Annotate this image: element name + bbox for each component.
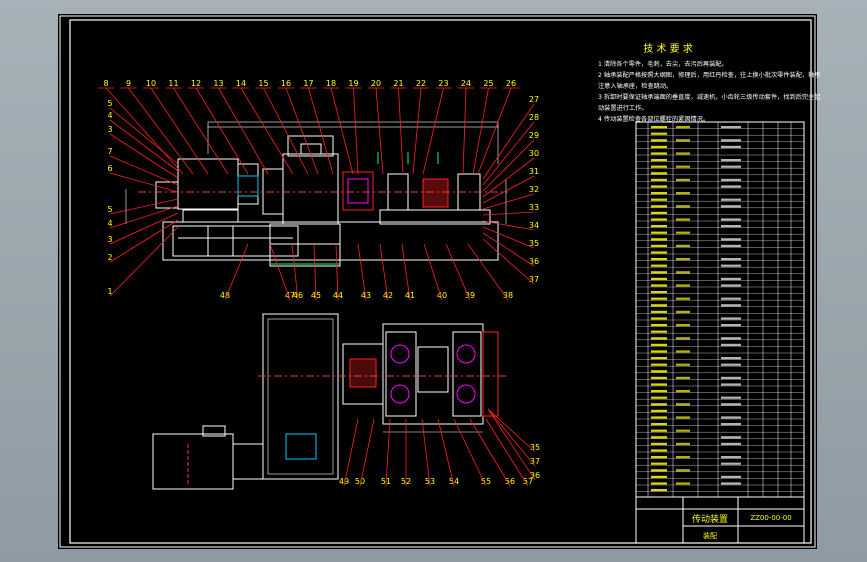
tech-req-lines: 1 清除各个零件，毛刺，去尖，去污后再装配。 2 轴承装配严格按照大纲图，修理后，… [598,60,820,123]
callout-number: 31 [529,167,539,176]
callout-number: 34 [529,221,539,230]
callout-number: 14 [236,79,246,88]
callout-number: 26 [506,79,516,88]
callout-number: 4 [107,111,112,120]
callout-number: 24 [461,79,471,88]
callout-number: 56 [505,477,515,486]
callout-number: 32 [529,185,539,194]
motor-base [172,225,299,257]
callout-number: 23 [438,79,448,88]
callout-number: 3 [107,235,112,244]
callout-number: 35 [529,239,539,248]
tech-req-line: 4 传动装置检查各部位螺栓的紧固情况。 [598,115,709,123]
callout-number: 43 [361,291,371,300]
parts-table-frame [635,121,805,498]
callout-number: 17 [303,79,313,88]
callout-number: 48 [220,291,230,300]
roller-frame-plan [382,323,484,425]
callout-number: 1 [107,287,112,296]
callout-number: 30 [529,149,539,158]
parts-list-table [635,121,805,498]
tech-req-line: 1 清除各个零件，毛刺，去尖，去污后再装配。 [598,60,728,68]
callout-number: 39 [465,291,475,300]
callout-number: 29 [529,131,539,140]
callout-number: 55 [481,477,491,486]
plan-view [152,313,508,490]
title-block-name: 传动装置 [692,513,728,525]
tech-req-line: 动装置进行工作。 [598,104,648,112]
callout-number: 38 [503,291,513,300]
outer-frame [59,15,816,548]
callout-number: 22 [416,79,426,88]
callout-number: 41 [405,291,415,300]
callout-number: 33 [529,203,539,212]
machine-base [162,221,499,261]
assembly-drawing: 8910111213141516171819202122232425265437… [59,15,820,548]
callout-number: 20 [371,79,381,88]
callout-number: 5 [107,205,112,214]
callout-number: 21 [393,79,403,88]
callout-number: 7 [107,147,112,156]
callout-number: 37 [529,275,539,284]
technical-requirements: 技 术 要 求 1 清除各个零件，毛刺，去尖，去污后再装配。 2 轴承装配严格按照… [598,42,820,123]
tech-req-line: 2 轴承装配严格按照大纲图，修理后，用红丹检查，往上换小批次零件装配，轴承 [598,71,820,79]
callout-number: 6 [107,164,112,173]
callout-number: 54 [449,477,459,486]
callout-number: 42 [383,291,393,300]
callout-number: 36 [530,471,540,480]
front-elevation-view [125,121,508,267]
callout-number: 25 [483,79,493,88]
tech-req-line: 注意入轴承座，检查跳动。 [598,82,672,90]
tech-req-line: 3 拆卸时要保证轴承端面的垂直度，减速机，小齿轮三级传动套件，找到后完全起 [598,93,820,101]
inner-frame [69,19,812,544]
leader-lines [98,87,536,487]
callout-number: 8 [103,79,108,88]
callout-number: 5 [107,99,112,108]
callout-number: 46 [293,291,303,300]
coupling-plan [349,358,377,388]
callout-number: 37 [530,457,540,466]
callout-number: 15 [258,79,268,88]
callout-number: 35 [530,443,540,452]
callout-number: 19 [348,79,358,88]
tech-req-title: 技 术 要 求 [643,42,693,55]
callout-number: 28 [529,113,539,122]
callout-number: 18 [326,79,336,88]
callout-number: 40 [437,291,447,300]
callout-number: 3 [107,125,112,134]
callout-number: 16 [281,79,291,88]
callout-number: 4 [107,219,112,228]
callout-number: 9 [126,79,131,88]
callout-number: 12 [191,79,201,88]
callout-number: 49 [339,477,349,486]
callout-number: 27 [529,95,539,104]
callout-number: 53 [425,477,435,486]
title-block: 传动装置 ZZ00-00-00 装配 [635,496,805,544]
callout-number: 11 [168,79,178,88]
callout-number: 57 [523,477,533,486]
parts-table-grid [636,121,804,497]
callout-number: 50 [355,477,365,486]
callout-number: 10 [146,79,156,88]
callout-number: 13 [213,79,223,88]
title-block-material: 装配 [703,531,717,540]
callout-number: 2 [107,253,112,262]
title-block-code: ZZ00-00-00 [750,514,791,522]
gearbox-plan [262,313,339,480]
callout-number: 36 [529,257,539,266]
callout-number: 47 [285,291,295,300]
motor-plan [152,433,234,490]
gearbox-body [282,153,339,225]
roller [422,178,449,208]
